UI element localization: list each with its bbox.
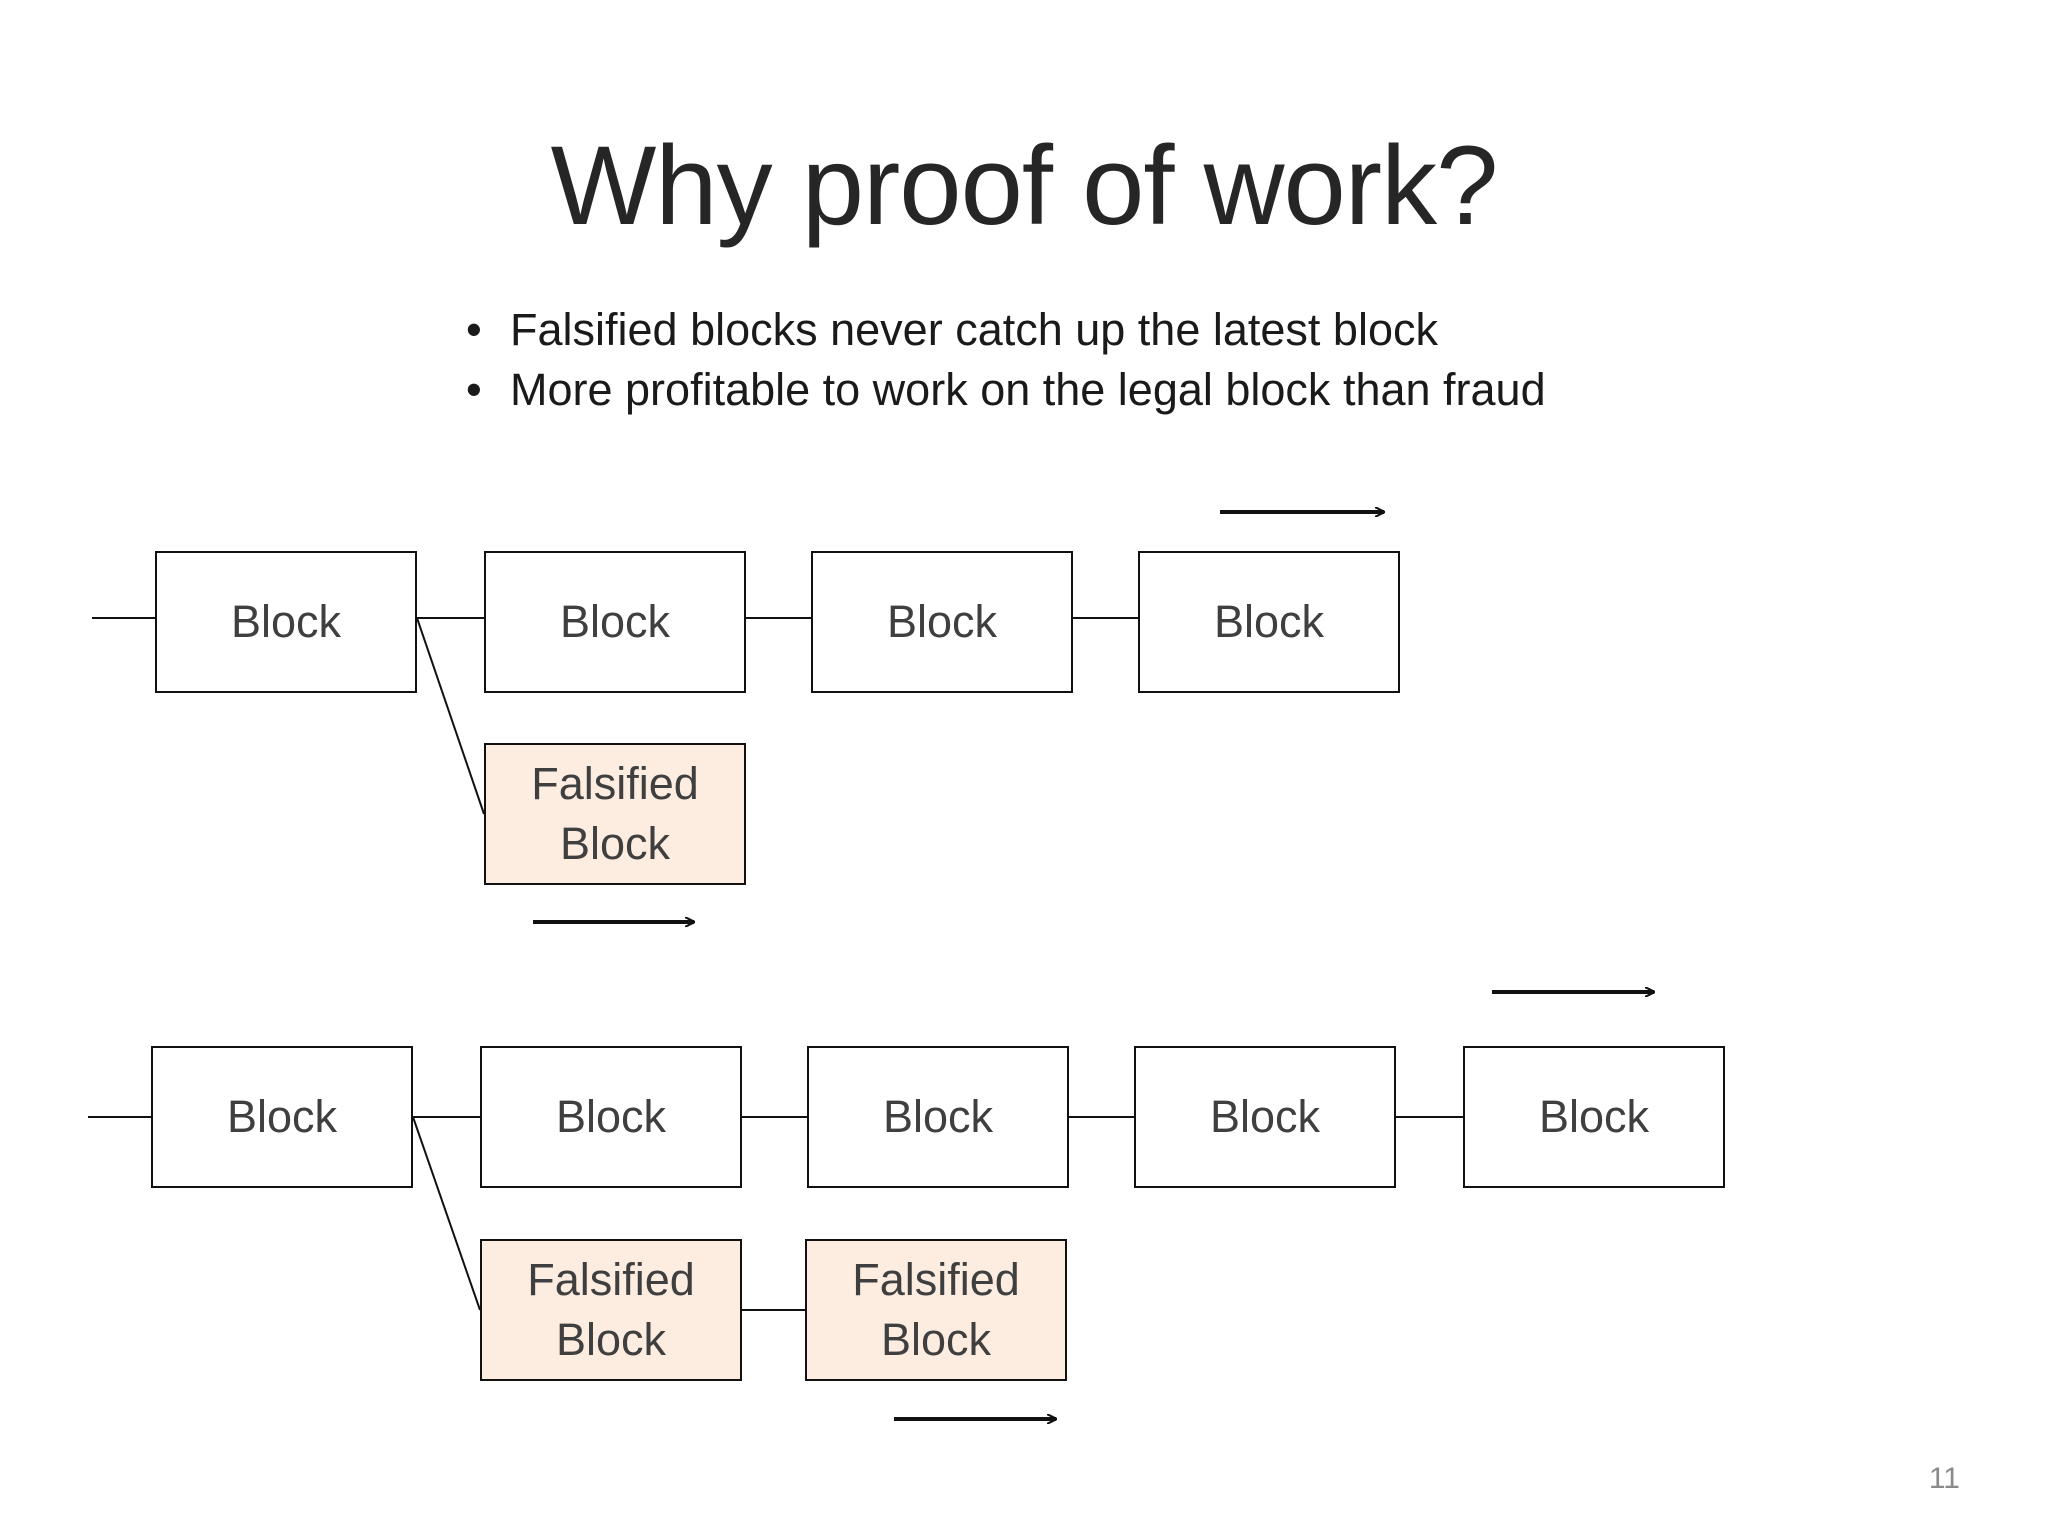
block-label: Block [1213, 596, 1325, 647]
falsified-block: Falsified Block [484, 743, 746, 885]
block-label: Block [230, 596, 342, 647]
slide-title: Why proof of work? [550, 123, 1499, 248]
block-label: Block [226, 1091, 338, 1142]
fork-connector [412, 1116, 481, 1311]
block-label: Block [1538, 1091, 1650, 1142]
block: Block [1134, 1046, 1396, 1188]
block-label: Block [555, 1091, 667, 1142]
fork-connector [416, 617, 485, 815]
block-label: Block [1209, 1091, 1321, 1142]
bullet-item: Falsified blocks never catch up the late… [466, 300, 1546, 360]
falsified-block-label: Falsified Block [852, 1254, 1020, 1365]
block: Block [484, 551, 746, 693]
block: Block [155, 551, 417, 693]
block-label: Block [886, 596, 998, 647]
falsified-block-label: Falsified Block [527, 1254, 695, 1365]
block: Block [807, 1046, 1069, 1188]
block: Block [1138, 551, 1400, 693]
block-label: Block [559, 596, 671, 647]
block: Block [1463, 1046, 1725, 1188]
falsified-block-label: Falsified Block [531, 758, 699, 869]
block-label: Block [882, 1091, 994, 1142]
block: Block [811, 551, 1073, 693]
bullet-item: More profitable to work on the legal blo… [466, 360, 1546, 420]
block: Block [480, 1046, 742, 1188]
page-number: 11 [1928, 1462, 1960, 1495]
bullet-list: Falsified blocks never catch up the late… [466, 300, 1546, 420]
block: Block [151, 1046, 413, 1188]
falsified-block: Falsified Block [480, 1239, 742, 1381]
falsified-block: Falsified Block [805, 1239, 1067, 1381]
